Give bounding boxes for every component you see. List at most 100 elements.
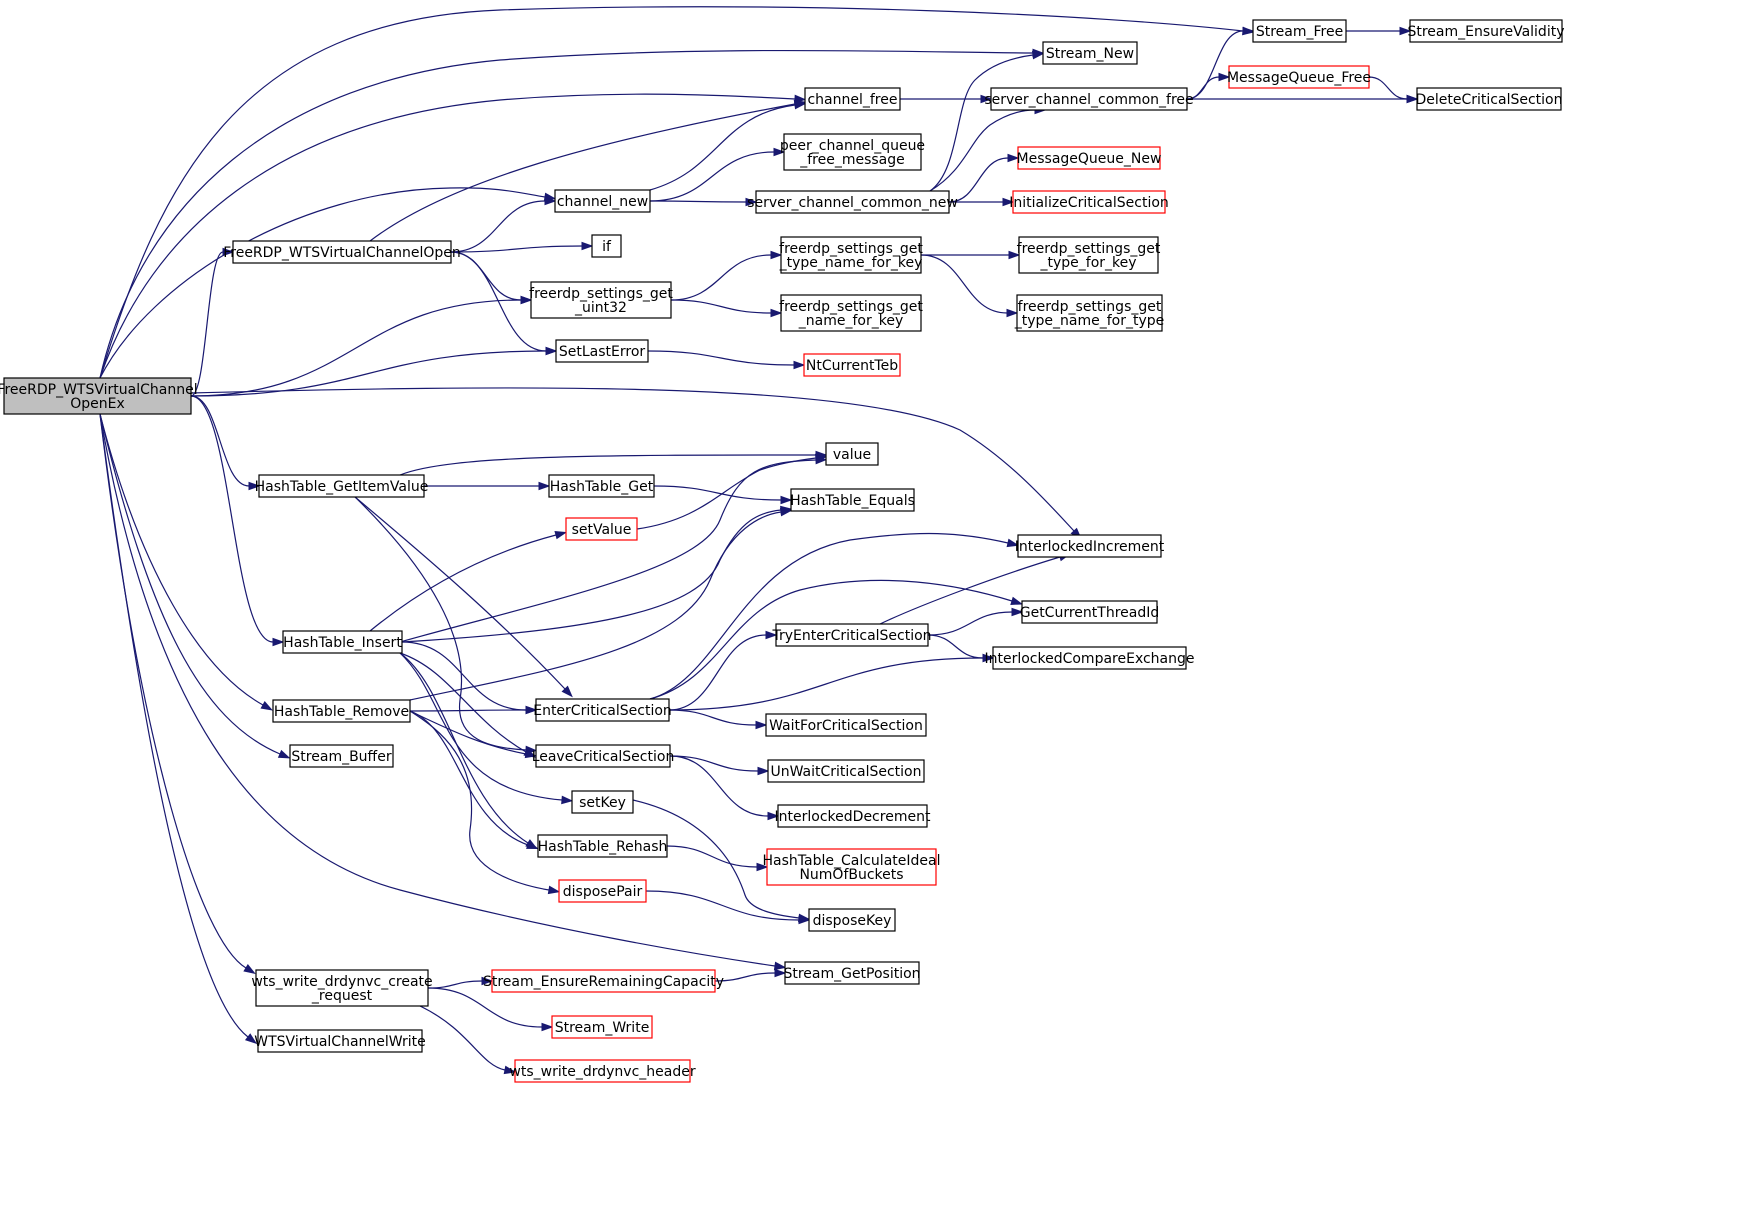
node-wtsvirtualchannelopen[interactable]: FreeRDP_WTSVirtualChannelOpen	[223, 240, 461, 264]
edge-arrowhead	[545, 346, 558, 356]
node-box	[535, 744, 671, 768]
node-hashtable-getitemvalue[interactable]: HashTable_GetItemValue	[255, 474, 429, 498]
node-freerdp-settings-get-type-for-key[interactable]: freerdp_settings_get_type_for_key	[1017, 236, 1161, 274]
node-setlasterror[interactable]: SetLastError	[555, 339, 649, 363]
node-channel-free[interactable]: channel_free	[804, 87, 901, 111]
node-server-channel-common-new[interactable]: server_channel_common_new	[747, 190, 958, 214]
node-freerdp-settings-get-name-for-key[interactable]: freerdp_settings_get_name_for_key	[779, 294, 923, 332]
node-freerdp-settings-get-type-name-for-key[interactable]: freerdp_settings_get_type_name_for_key	[779, 236, 924, 274]
edge-arrowhead	[745, 197, 758, 207]
node-box	[1409, 19, 1563, 43]
node-ntcurrentteb[interactable]: NtCurrentTeb	[803, 353, 901, 377]
node-label: HashTable_CalculateIdeal	[763, 853, 941, 869]
edge-arrowhead	[773, 961, 787, 971]
node-interlockedcompareexchange[interactable]: InterlockedCompareExchange	[984, 646, 1195, 670]
edge-server_channel_common_new-to-stream_new	[929, 50, 1045, 192]
node-disposepair[interactable]: disposePair	[558, 879, 647, 903]
node-box	[1021, 600, 1158, 624]
node-hashtable-equals[interactable]: HashTable_Equals	[790, 488, 915, 512]
node-label: HashTable_GetItemValue	[255, 479, 429, 495]
node-hashtable-insert[interactable]: HashTable_Insert	[282, 630, 403, 654]
node-stream-write[interactable]: Stream_Write	[551, 1015, 653, 1039]
node-interlockedincrement[interactable]: InterlockedIncrement	[1015, 534, 1165, 558]
edge-line	[427, 987, 543, 1028]
edge-line	[653, 485, 782, 501]
edge-entercriticalsection-to-getcurrentthreadid	[649, 579, 1023, 700]
edge-hashtable_insert-to-setvalue	[369, 530, 568, 632]
node-peer-channel-queue-free-message[interactable]: peer_channel_queue_free_message	[780, 133, 925, 171]
node-label: channel_new	[557, 194, 648, 210]
edge-line	[1186, 30, 1244, 100]
node-hashtable-rehash[interactable]: HashTable_Rehash	[537, 834, 668, 858]
node-stream-new[interactable]: Stream_New	[1042, 41, 1138, 65]
node-label: freerdp_settings_get	[779, 241, 923, 257]
node-entercriticalsection[interactable]: EnterCriticalSection	[533, 698, 672, 722]
node-messagequeue-new[interactable]: MessageQueue_New	[1017, 146, 1162, 170]
node-value[interactable]: value	[825, 442, 879, 466]
edge-arrowhead	[561, 685, 573, 698]
edge-line	[399, 652, 563, 801]
node-stream-free[interactable]: Stream_Free	[1252, 19, 1347, 43]
node-if[interactable]: if	[591, 234, 622, 258]
edge-wtsvirtualchannelopen-to-if	[450, 241, 594, 253]
node-label: Stream_New	[1046, 46, 1134, 62]
edge-arrowhead	[277, 749, 291, 759]
edge-line	[669, 755, 769, 817]
node-box	[258, 474, 425, 498]
node-initializecriticalsection[interactable]: InitializeCriticalSection	[1009, 190, 1169, 214]
node-stream-ensurevalidity[interactable]: Stream_EnsureValidity	[1407, 19, 1565, 43]
node-server-channel-common-free[interactable]: server_channel_common_free	[984, 87, 1194, 111]
node-freerdp-settings-get-type-name-for-type[interactable]: freerdp_settings_get_type_name_for_type	[1014, 294, 1165, 332]
edge-arrowhead	[1010, 596, 1023, 605]
edge-line	[190, 299, 522, 397]
node-freerdp-settings-get-uint32[interactable]: freerdp_settings_get_uint32	[529, 281, 673, 319]
node-deletecriticalsection[interactable]: DeleteCriticalSection	[1416, 87, 1563, 111]
node-box	[1018, 236, 1159, 274]
node-leavecriticalsection[interactable]: LeaveCriticalSection	[532, 744, 675, 768]
edge-freerdp_settings_get_type_name_for_key-to-freerdp_settings_get_type_name_for_type	[920, 254, 1019, 318]
edge-line	[927, 634, 984, 659]
node-box	[555, 339, 649, 363]
node-getcurrentthreadid[interactable]: GetCurrentThreadId	[1020, 600, 1160, 624]
edge-hashtable_rehash-to-hashtable_calculateidealnumofbuckets	[666, 845, 769, 872]
node-channel-new[interactable]: channel_new	[554, 189, 651, 213]
node-box	[803, 353, 901, 377]
node-label: disposePair	[563, 884, 643, 900]
edge-freerdp_settings_get_uint32-to-freerdp_settings_get_type_name_for_key	[670, 250, 783, 301]
node-label: freerdp_settings_get	[529, 286, 673, 302]
node-label: _type_for_key	[1039, 255, 1136, 271]
node-setvalue[interactable]: setValue	[565, 517, 638, 541]
edge-arrowhead	[1406, 94, 1419, 104]
node-setkey[interactable]: setKey	[571, 790, 634, 814]
node-wts-write-drdynvc-header[interactable]: wts_write_drdynvc_header	[509, 1059, 696, 1083]
node-messagequeue-free[interactable]: MessageQueue_Free	[1227, 65, 1371, 89]
edge-line	[929, 109, 1036, 192]
node-label: server_channel_common_free	[984, 92, 1193, 108]
node-wts-write-drdynvc-create-request[interactable]: wts_write_drdynvc_create_request	[251, 969, 433, 1007]
edge-line	[450, 251, 547, 352]
node-interlockeddecrement[interactable]: InterlockedDecrement	[775, 804, 931, 828]
node-waitforcriticalsection[interactable]: WaitForCriticalSection	[765, 713, 927, 737]
edges-layer	[99, 6, 1419, 1075]
node-label: wts_write_drdynvc_create	[251, 974, 432, 990]
node-label: freerdp_settings_get	[1018, 299, 1162, 315]
node-wtsvirtualchannelwrite[interactable]: WTSVirtualChannelWrite	[254, 1029, 426, 1053]
node-label: DeleteCriticalSection	[1416, 92, 1563, 108]
node-unwaitcriticalsection[interactable]: UnWaitCriticalSection	[767, 759, 925, 783]
edge-arrowhead	[1218, 72, 1231, 82]
node-stream-getposition[interactable]: Stream_GetPosition	[783, 961, 921, 985]
edge-arrowhead	[1242, 26, 1255, 36]
node-tryentercriticalsection[interactable]: TryEnterCriticalSection	[771, 623, 932, 647]
node-stream-buffer[interactable]: Stream_Buffer	[289, 744, 394, 768]
node-box	[232, 240, 452, 264]
node-box	[1017, 146, 1161, 170]
node-hashtable-remove[interactable]: HashTable_Remove	[272, 699, 411, 723]
edge-arrowhead	[260, 700, 274, 711]
node-hashtable-get[interactable]: HashTable_Get	[548, 474, 655, 498]
edge-arrowhead	[1006, 538, 1020, 548]
node-label: WaitForCriticalSection	[769, 718, 923, 734]
edge-line	[409, 710, 529, 846]
node-disposekey[interactable]: disposeKey	[808, 908, 896, 932]
node-stream-ensureremainingcapacity[interactable]: Stream_EnsureRemainingCapacity	[483, 969, 724, 993]
